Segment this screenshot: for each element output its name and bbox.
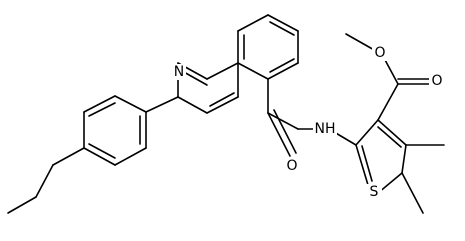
bond [267,62,299,80]
bond [377,119,407,146]
atom-label-o-ester: O [374,45,385,61]
bond [237,62,269,80]
bond [269,58,295,73]
atom-label-s: S [370,184,379,200]
bond [361,145,373,182]
bond [35,164,54,198]
bond [267,112,291,157]
atom-labels: N O NH O O S [172,45,445,200]
atom-o-ester: O [372,45,388,61]
bond [209,92,235,107]
bond [206,62,239,80]
atom-o-ester-carbonyl: O [429,73,445,89]
bond [52,147,85,166]
bond [377,83,399,121]
bond [269,21,295,36]
atom-label-n: N [174,64,184,80]
bond [145,96,179,113]
atom-s-thiophene: S [366,184,382,200]
bond [114,147,147,166]
bond [237,14,269,32]
atom-n-quinoline: N [172,64,186,80]
bond [355,119,379,146]
atom-o-amide: O [284,158,300,174]
bond [177,96,208,114]
bond [273,109,297,154]
bond [267,14,299,32]
atom-label-nh: NH [315,121,336,137]
bond [83,95,116,113]
bond [345,33,377,52]
bond [401,144,407,174]
bond [83,147,116,166]
bond [377,126,402,148]
bond [355,144,369,186]
bond [401,172,424,214]
atom-label-o-amide: O [286,158,297,174]
bond [88,143,116,159]
bond [88,102,116,117]
bond [7,196,37,214]
bond [114,95,147,113]
bond [267,112,299,130]
atom-label-o-ester-carbonyl: O [431,73,442,89]
bond [383,57,399,85]
bond [181,70,208,86]
bond [206,96,239,114]
atom-nh-amide: NH [313,121,337,137]
